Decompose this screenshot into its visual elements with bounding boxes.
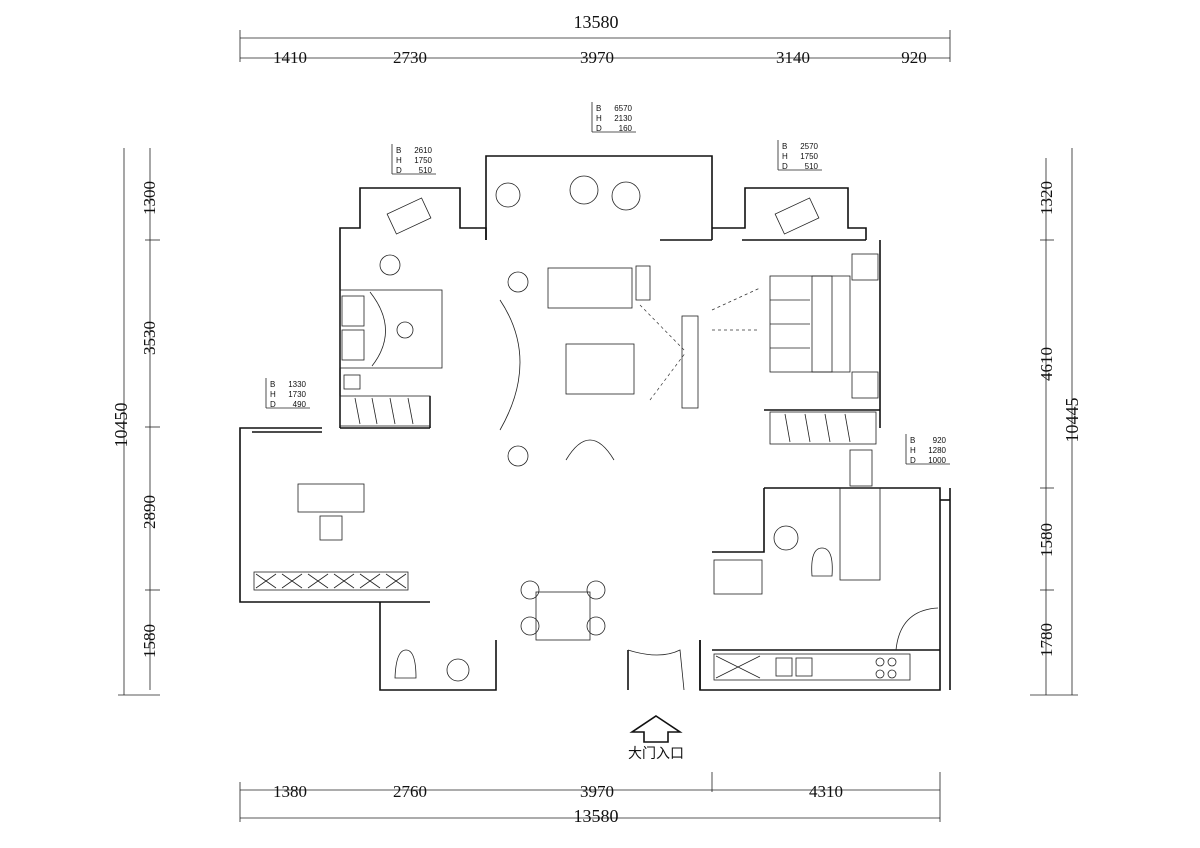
top-total-dimension: 13580 — [574, 12, 619, 32]
right-dimension-segment: 1780 — [1037, 623, 1056, 657]
tag-letter: D — [270, 400, 276, 409]
window-tag: B H D 2570 1750 510 — [777, 140, 822, 171]
window-depth: 510 — [805, 162, 819, 171]
right-dimension-segment: 1320 — [1037, 181, 1056, 215]
entrance-label: 大门入口 — [628, 746, 684, 762]
left-dimension-segment: 2890 — [140, 495, 159, 529]
window-tag: B H D 1330 1730 490 — [265, 378, 310, 409]
tag-letter: B — [910, 436, 915, 445]
window-width: 2570 — [800, 142, 818, 151]
tag-letter: H — [270, 390, 276, 399]
tag-letter: B — [596, 104, 601, 113]
window-depth: 510 — [419, 166, 433, 175]
window-depth: 160 — [619, 124, 633, 133]
chair-icon — [379, 254, 401, 276]
left-dimension-segment: 3530 — [140, 321, 159, 355]
window-depth: 1000 — [928, 456, 946, 465]
bottom-dimension-segment: 3970 — [580, 782, 614, 801]
washbasin-icon — [446, 658, 470, 682]
desk — [297, 483, 365, 513]
window-width: 2610 — [414, 146, 432, 155]
window-height: 1750 — [414, 156, 432, 165]
entrance-marker: 大门入口 — [628, 715, 684, 762]
window-depth: 490 — [293, 400, 307, 409]
door-swing — [627, 649, 685, 691]
tag-letter: H — [596, 114, 602, 123]
tag-letter: H — [396, 156, 402, 165]
bed — [339, 289, 443, 369]
tag-letter: D — [782, 162, 788, 171]
window-height: 1280 — [928, 446, 946, 455]
top-dimension-segment: 3140 — [776, 48, 810, 67]
tag-letter: D — [910, 456, 916, 465]
walls — [239, 155, 951, 691]
wardrobe — [769, 411, 877, 445]
tag-letter: B — [270, 380, 275, 389]
entrance-arrow-icon — [629, 715, 683, 743]
bottom-dimension-chain: 1380 2760 3970 4310 13580 — [239, 772, 941, 826]
tag-letter: D — [396, 166, 402, 175]
right-dimension-segment: 4610 — [1037, 347, 1056, 381]
tag-letter: H — [782, 152, 788, 161]
right-total-dimension: 10445 — [1062, 398, 1082, 443]
furniture — [253, 175, 939, 691]
toilet-icon — [811, 547, 833, 577]
shelf — [253, 571, 409, 591]
chair-icon — [319, 515, 343, 541]
bottom-dimension-segment: 4310 — [809, 782, 843, 801]
window-height: 1730 — [288, 390, 306, 399]
window-width: 920 — [933, 436, 947, 445]
bottom-dimension-segment: 2760 — [393, 782, 427, 801]
tag-letter: H — [910, 446, 916, 455]
window-width: 1330 — [288, 380, 306, 389]
top-dimension-segment: 920 — [901, 48, 927, 67]
left-dimension-chain: 10450 1300 3530 2890 1580 — [111, 148, 160, 696]
coffee-table — [565, 343, 635, 395]
door-swing — [895, 607, 939, 651]
kitchen-counter — [713, 653, 911, 681]
left-total-dimension: 10450 — [111, 403, 131, 448]
left-dimension-segment: 1300 — [140, 181, 159, 215]
tv-cabinet — [681, 315, 699, 409]
top-dimension-chain: 13580 1410 2730 3970 3140 920 — [239, 12, 951, 67]
tag-letter: B — [396, 146, 401, 155]
tag-letter: D — [596, 124, 602, 133]
right-dimension-segment: 1580 — [1037, 523, 1056, 557]
toilet-icon — [394, 649, 417, 679]
top-dimension-segment: 1410 — [273, 48, 307, 67]
left-dimension-segment: 1580 — [140, 624, 159, 658]
right-dimension-chain: 1320 4610 1580 1780 10445 — [1030, 148, 1082, 696]
window-height: 2130 — [614, 114, 632, 123]
top-dimension-segment: 3970 — [580, 48, 614, 67]
sofa — [547, 267, 633, 309]
top-dimension-segment: 2730 — [393, 48, 427, 67]
window-height: 1750 — [800, 152, 818, 161]
window-tag: B H D 920 1280 1000 — [905, 434, 950, 465]
window-width: 6570 — [614, 104, 632, 113]
window-tag: B H D 6570 2130 160 — [591, 102, 636, 133]
wardrobe — [339, 395, 431, 427]
dining-table — [535, 591, 591, 641]
bottom-total-dimension: 13580 — [574, 806, 619, 826]
window-tag: B H D 2610 1750 510 — [391, 144, 436, 175]
tag-letter: B — [782, 142, 787, 151]
bottom-dimension-segment: 1380 — [273, 782, 307, 801]
